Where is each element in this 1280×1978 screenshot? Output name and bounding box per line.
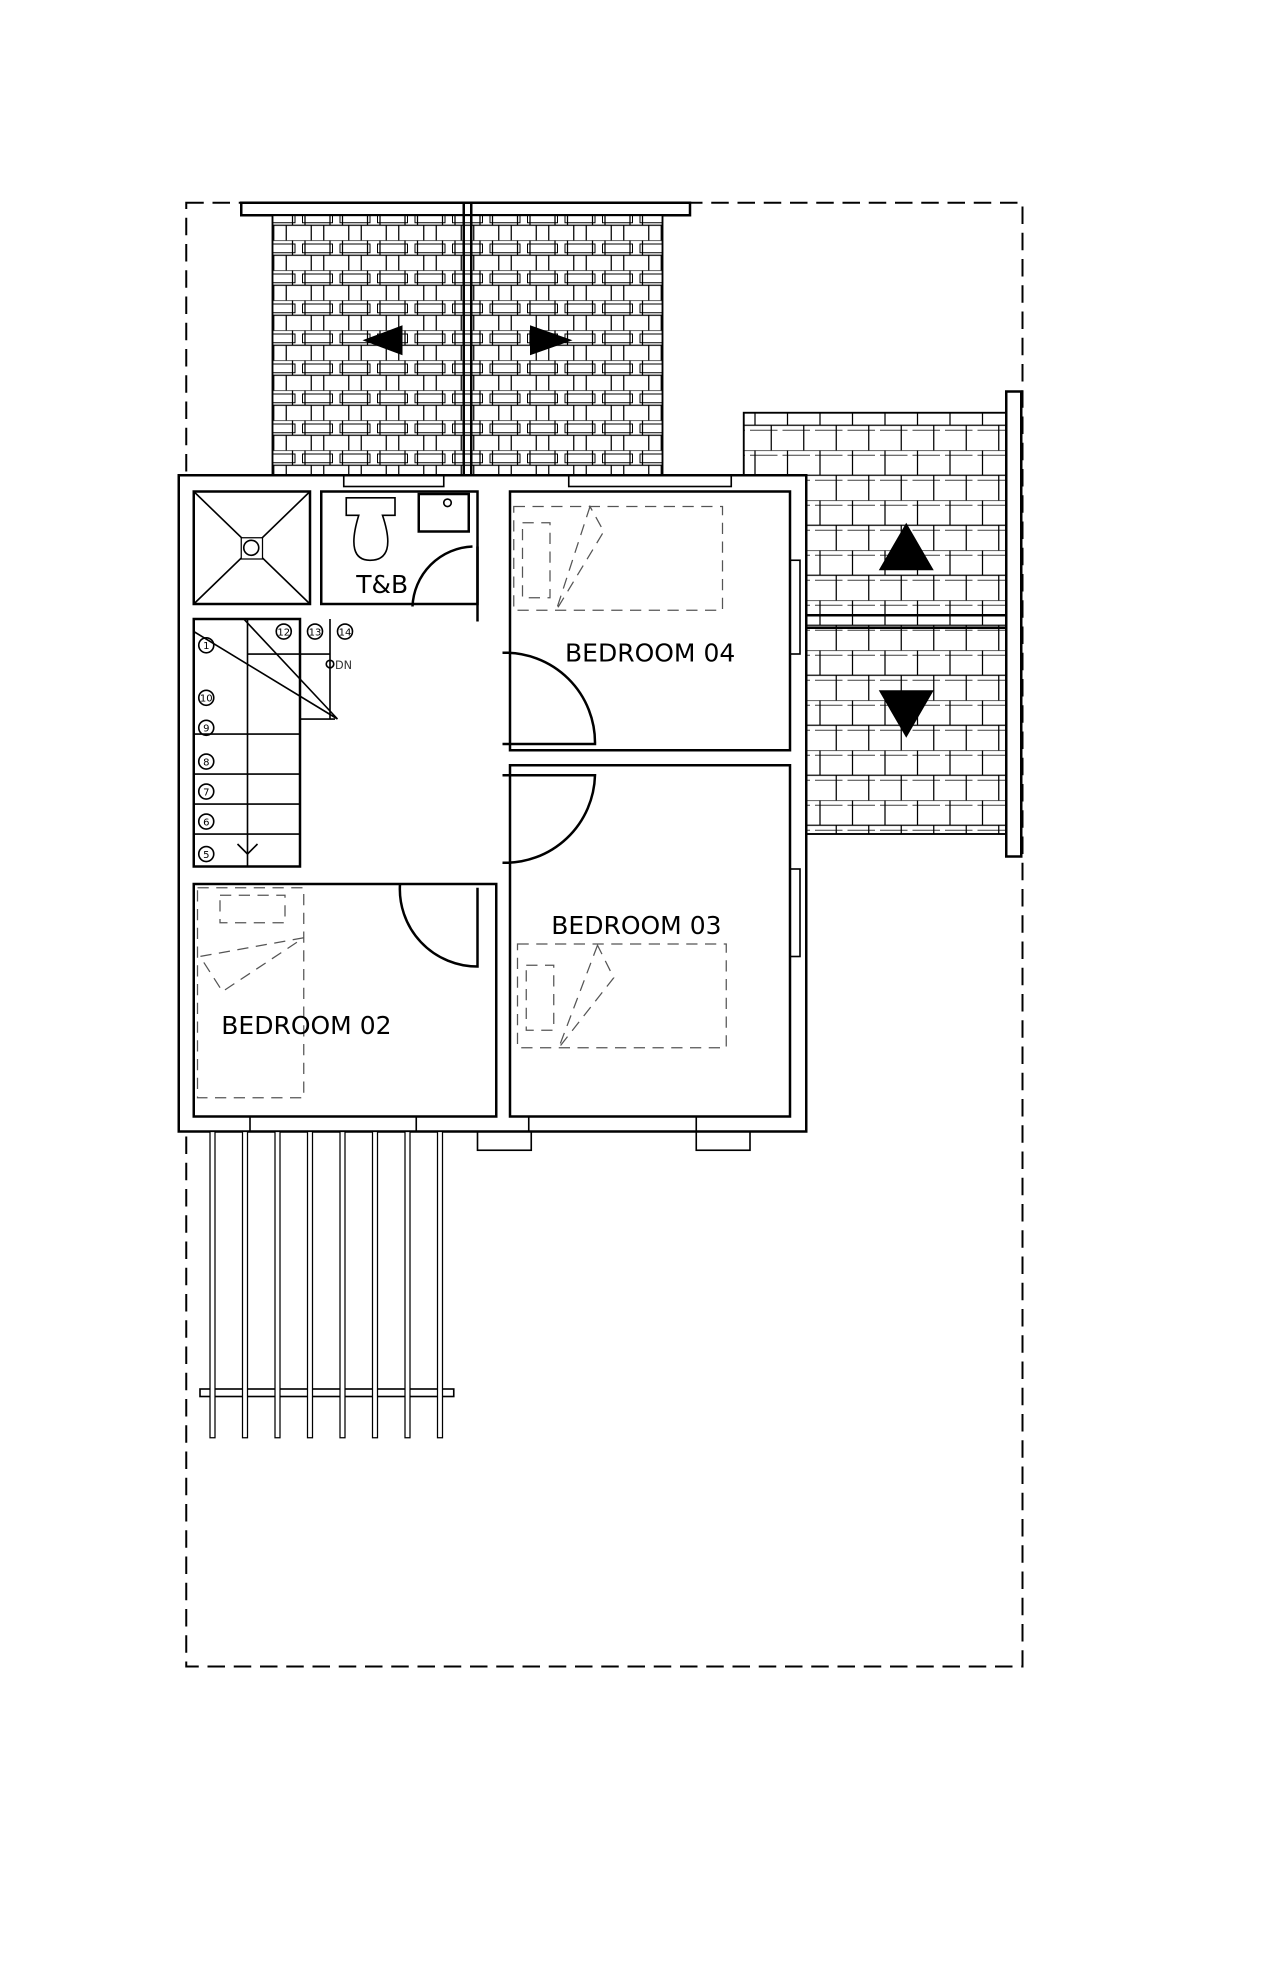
slope-arrow-up-icon xyxy=(878,522,934,571)
room-label-bedroom-03: BEDROOM 03 xyxy=(551,911,721,940)
pergola-post xyxy=(209,1130,216,1439)
svg-text:6: 6 xyxy=(203,817,209,828)
room-label-tb: T&B xyxy=(355,570,408,599)
svg-text:12: 12 xyxy=(277,627,290,638)
svg-text:1: 1 xyxy=(203,641,209,652)
pergola-post xyxy=(436,1130,444,1439)
pergola-post xyxy=(339,1130,346,1439)
svg-text:8: 8 xyxy=(203,757,209,768)
pergola-post xyxy=(404,1130,411,1439)
svg-text:7: 7 xyxy=(203,787,209,798)
slope-arrow-right-icon xyxy=(530,325,573,356)
room-label-bedroom-02: BEDROOM 02 xyxy=(221,1011,391,1040)
pergola-post xyxy=(241,1130,249,1439)
svg-text:9: 9 xyxy=(203,724,209,735)
svg-text:13: 13 xyxy=(309,627,322,638)
house-walls: T&B BEDROOM 04 BEDROOM 03 BEDROOM 02 xyxy=(177,474,808,1152)
door-bedroom-03[interactable] xyxy=(502,774,597,865)
door-bedroom-04[interactable] xyxy=(502,651,597,746)
svg-text:14: 14 xyxy=(339,627,352,638)
svg-text:10: 10 xyxy=(200,694,213,705)
pergola xyxy=(199,1130,455,1439)
svg-text:5: 5 xyxy=(203,850,209,861)
room-label-bedroom-04: BEDROOM 04 xyxy=(565,639,735,668)
pergola-post xyxy=(306,1130,314,1439)
top-roof xyxy=(240,201,692,477)
step-numbers: 1 5 6 7 8 9 10 12 13 14 xyxy=(197,623,354,863)
pergola-post xyxy=(371,1130,379,1439)
stair-direction-label: DN xyxy=(335,659,352,672)
stairs[interactable]: DN 1 5 6 7 8 9 10 12 13 14 xyxy=(192,617,354,868)
slope-arrow-left-icon xyxy=(362,325,403,356)
slope-arrow-down-icon xyxy=(878,690,934,738)
door-bedroom-02[interactable] xyxy=(398,883,479,968)
pergola-post xyxy=(274,1130,281,1439)
